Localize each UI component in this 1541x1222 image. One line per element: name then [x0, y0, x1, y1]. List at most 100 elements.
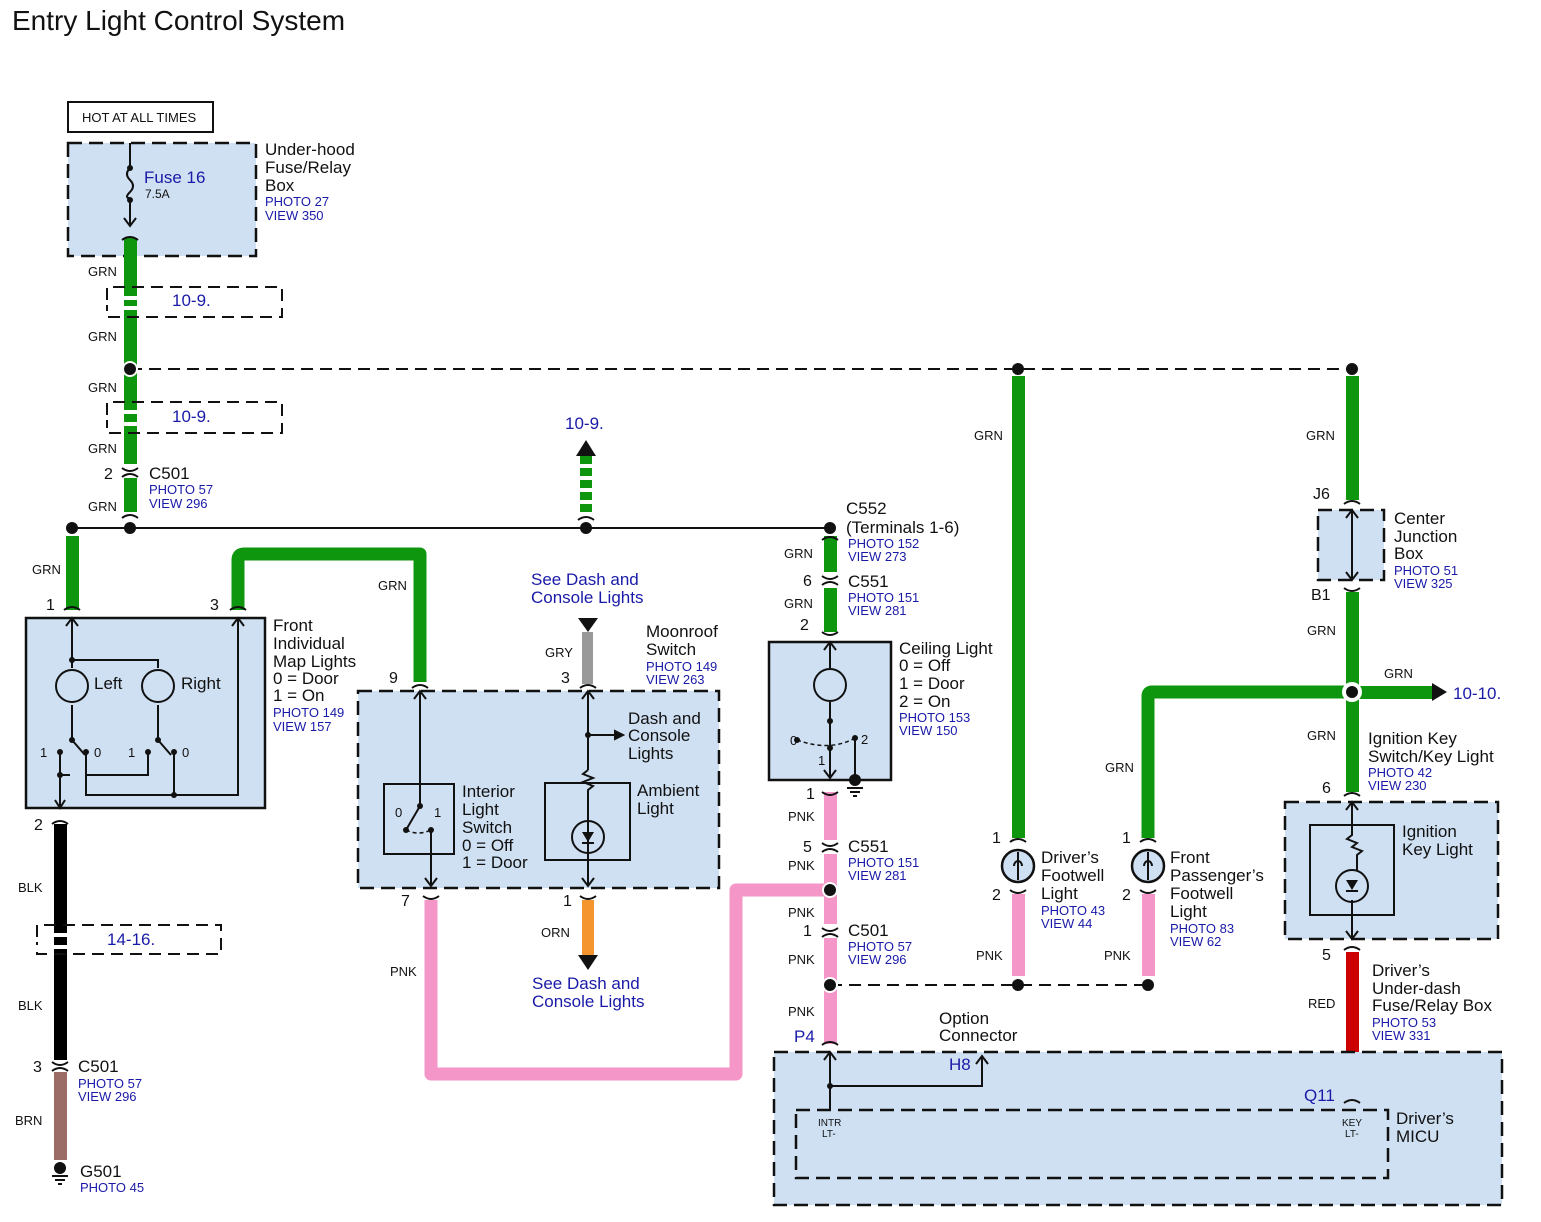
ceiling-light-name: 2 = On: [899, 692, 951, 711]
page-ref-link[interactable]: 10-9.: [172, 407, 211, 426]
moonroof-name: Moonroof: [646, 622, 718, 641]
wire-label: PNK: [1104, 948, 1131, 963]
intr-lt-label: LT-: [822, 1129, 836, 1140]
wire-label: GRN: [1105, 760, 1134, 775]
dash-lights-label: Console: [628, 726, 690, 745]
arrow-down-icon: [578, 618, 598, 632]
view-ref[interactable]: VIEW 281: [848, 868, 907, 883]
photo-ref[interactable]: PHOTO 149: [646, 659, 717, 674]
switch-pos: 0: [395, 805, 402, 820]
view-ref[interactable]: VIEW 296: [78, 1089, 137, 1104]
pin-number: 3: [210, 597, 219, 614]
view-ref[interactable]: VIEW 296: [149, 496, 208, 511]
switch-pos: 0: [94, 745, 101, 760]
photo-ref[interactable]: PHOTO 42: [1368, 765, 1432, 780]
photo-ref[interactable]: PHOTO 43: [1041, 903, 1105, 918]
pin-number: 1: [992, 830, 1001, 847]
wire-label: GRN: [88, 499, 117, 514]
connector-c501-top: [121, 467, 139, 478]
page-ref-link[interactable]: 14-16.: [107, 930, 155, 949]
photo-ref[interactable]: PHOTO 57: [149, 482, 213, 497]
ignition-key-switch-box: [1283, 800, 1500, 941]
pin-number: 6: [803, 573, 812, 590]
photo-ref[interactable]: PHOTO 83: [1170, 921, 1234, 936]
underdash-box-name: Fuse/Relay Box: [1372, 996, 1492, 1015]
micu-name: MICU: [1396, 1127, 1439, 1146]
view-ref[interactable]: VIEW 230: [1368, 778, 1427, 793]
view-ref[interactable]: VIEW 273: [848, 549, 907, 564]
ground-icon: [54, 1162, 66, 1174]
see-dash-link-top[interactable]: Console Lights: [531, 588, 643, 607]
view-ref[interactable]: VIEW 281: [848, 603, 907, 618]
arrow-down-icon: [578, 955, 598, 970]
pin-number: 2: [992, 887, 1001, 904]
wire-label: PNK: [788, 952, 815, 967]
ground-icon: [849, 774, 861, 786]
view-ref[interactable]: VIEW 44: [1041, 916, 1092, 931]
fuse-icon: [126, 167, 134, 199]
see-dash-link-bottom[interactable]: Console Lights: [532, 992, 644, 1011]
connector-label: C501: [848, 921, 889, 940]
view-ref[interactable]: VIEW 62: [1170, 934, 1221, 949]
photo-ref[interactable]: PHOTO 53: [1372, 1015, 1436, 1030]
connector-label: C551: [848, 837, 889, 856]
junction-box-name: Junction: [1394, 527, 1457, 546]
connector-label: C551: [848, 572, 889, 591]
view-ref[interactable]: VIEW 150: [899, 723, 958, 738]
wire-label: GRN: [32, 562, 61, 577]
page-ref-box: [106, 401, 283, 434]
wire-label: RED: [1308, 996, 1335, 1011]
view-ref[interactable]: VIEW 325: [1394, 576, 1453, 591]
see-dash-link-bottom[interactable]: See Dash and: [532, 974, 640, 993]
pin-number: 5: [1322, 947, 1331, 964]
photo-ref[interactable]: PHOTO 51: [1394, 563, 1458, 578]
view-ref[interactable]: VIEW 263: [646, 672, 705, 687]
view-ref[interactable]: VIEW 157: [273, 719, 332, 734]
map-lights-name: 0 = Door: [273, 669, 339, 688]
wire-label: GRN: [88, 329, 117, 344]
wire-label: PNK: [788, 905, 815, 920]
view-ref[interactable]: VIEW 331: [1372, 1028, 1431, 1043]
fuse-box-view-ref[interactable]: VIEW 350: [265, 208, 324, 223]
ambient-light-label: Light: [637, 799, 674, 818]
switch-pos: 1: [128, 745, 135, 760]
ign-switch-name: Switch/Key Light: [1368, 747, 1494, 766]
photo-ref[interactable]: PHOTO 153: [899, 710, 970, 725]
pin-number: 1: [1122, 830, 1131, 847]
wire-label: PNK: [788, 809, 815, 824]
interior-switch-label: Interior: [462, 782, 515, 801]
wire-pnk-interior: [424, 883, 824, 1081]
photo-ref[interactable]: PHOTO 151: [848, 590, 919, 605]
photo-ref[interactable]: PHOTO 152: [848, 536, 919, 551]
page-ref-link[interactable]: 10-9.: [172, 291, 211, 310]
photo-ref[interactable]: PHOTO 151: [848, 855, 919, 870]
underdash-box-name: Driver’s: [1372, 961, 1430, 980]
page-ref-box: [106, 286, 283, 318]
pin-p4: P4: [794, 1027, 815, 1046]
view-ref[interactable]: VIEW 296: [848, 952, 907, 967]
wire-label: GRY: [545, 645, 573, 660]
see-dash-link-top[interactable]: See Dash and: [531, 570, 639, 589]
pin-number: 5: [803, 839, 812, 856]
pin-number: 1: [806, 786, 815, 803]
wire-label: PNK: [788, 1004, 815, 1019]
map-lights-name: Front: [273, 616, 313, 635]
driver-footwell-name: Footwell: [1041, 866, 1104, 885]
pin-number: 2: [104, 466, 113, 483]
switch-pos: 1: [40, 745, 47, 760]
wire-grn-map-1: [66, 536, 79, 610]
left-light-label: Left: [94, 674, 123, 693]
wire-label: GRN: [1307, 728, 1336, 743]
led-icon: [1346, 880, 1358, 890]
option-connector-label: Option: [939, 1009, 989, 1028]
photo-ref[interactable]: PHOTO 57: [78, 1076, 142, 1091]
fuse-box-photo-ref[interactable]: PHOTO 27: [265, 194, 329, 209]
page-ref-link[interactable]: 10-9.: [565, 414, 604, 433]
photo-ref[interactable]: PHOTO 45: [80, 1180, 144, 1195]
page-ref-link[interactable]: 10-10.: [1453, 684, 1501, 703]
ground-label: G501: [80, 1162, 122, 1181]
connector-label: C501: [149, 464, 190, 483]
pass-footwell-name: Front: [1170, 848, 1210, 867]
photo-ref[interactable]: PHOTO 57: [848, 939, 912, 954]
photo-ref[interactable]: PHOTO 149: [273, 705, 344, 720]
